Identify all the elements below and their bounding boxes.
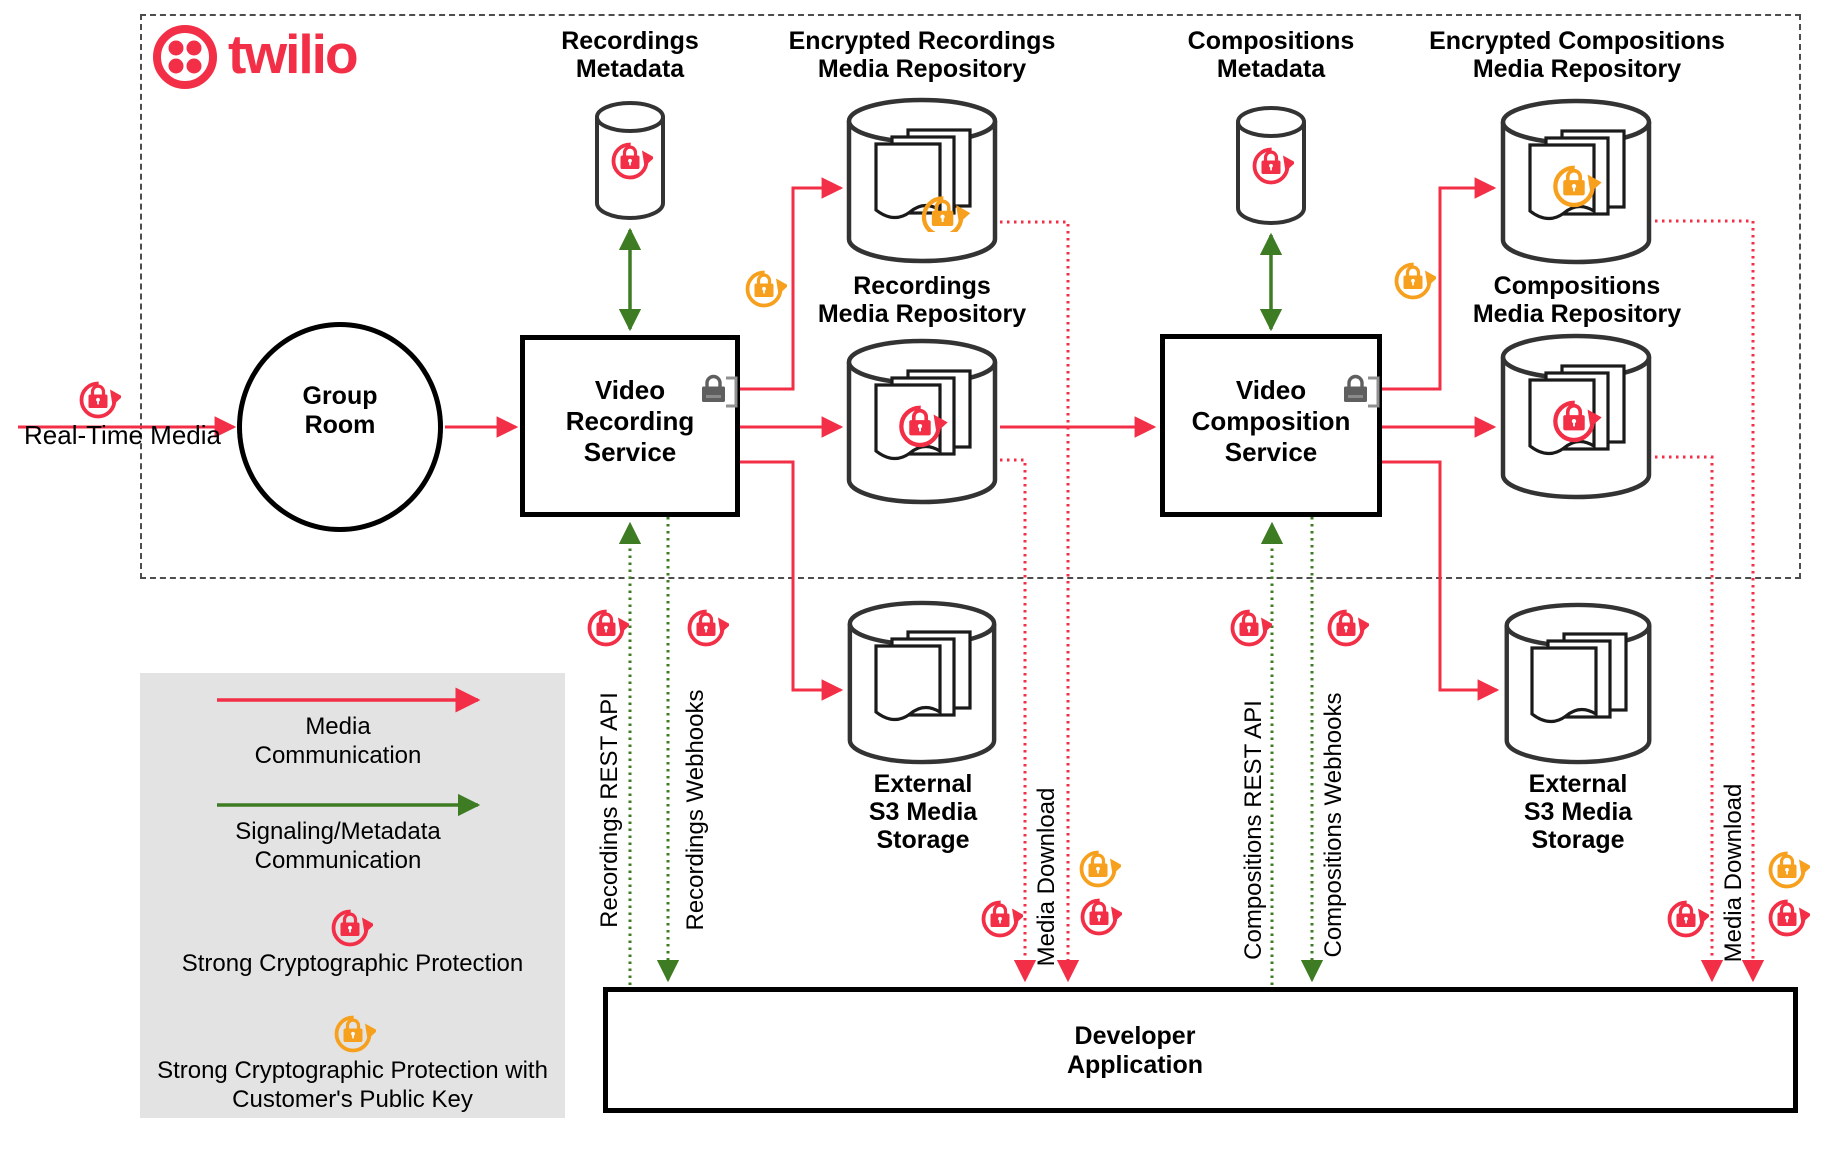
encrypted-recordings-repository-label: Encrypted Recordings Media Repository <box>788 27 1056 83</box>
group-room-label: Group Room <box>302 382 378 439</box>
legend-strong-crypto-customer-key-label: Strong Cryptographic Protection with Cus… <box>157 1057 548 1113</box>
crypto-protection-icon <box>79 381 121 419</box>
video-recording-service-node <box>520 335 740 517</box>
crypto-protection-customer-key-icon <box>1079 850 1121 888</box>
developer-application-label: Developer Application <box>1066 1022 1204 1079</box>
legend-media-communication-label: Media Communication <box>254 713 422 769</box>
crypto-protection-icon <box>1080 898 1122 936</box>
compositions-webhooks-label: Compositions Webhooks <box>1320 692 1347 958</box>
video-composition-service-label: Video Composition Service <box>1191 375 1351 467</box>
developer-application-node <box>603 987 1798 1113</box>
encrypted-documents-icon <box>1528 129 1626 221</box>
compositions-repository-label: Compositions Media Repository <box>1472 272 1682 328</box>
group-room-node <box>237 322 443 532</box>
service-lock-icon <box>1342 374 1380 408</box>
twilio-logo: twilio <box>152 23 359 90</box>
recordings-repository-label: Recordings Media Repository <box>817 272 1027 328</box>
service-lock-icon <box>700 374 738 408</box>
twilio-boundary-box <box>140 14 1801 579</box>
crypto-protection-icon <box>687 609 729 647</box>
crypto-protection-customer-key-icon <box>1394 262 1436 300</box>
crypto-protection-icon <box>587 609 629 647</box>
recordings-webhooks-label: Recordings Webhooks <box>682 689 709 931</box>
compositions-metadata-label: Compositions Metadata <box>1187 27 1355 83</box>
encrypted-documents-icon <box>874 369 972 461</box>
crypto-protection-icon <box>1230 609 1272 647</box>
crypto-protection-customer-key-icon <box>1768 851 1810 889</box>
external-s3-left-label: External S3 Media Storage <box>868 770 978 854</box>
documents-icon <box>874 630 972 722</box>
legend-signaling-communication-label: Signaling/Metadata Communication <box>235 818 441 874</box>
crypto-protection-customer-key-icon <box>745 270 787 308</box>
real-time-media-label: Real-Time Media <box>24 420 221 450</box>
recordings-rest-api-label: Recordings REST API <box>596 692 623 928</box>
video-recording-service-label: Video Recording Service <box>565 375 695 467</box>
media-download-left-label: Media Download <box>1033 787 1060 967</box>
crypto-protection-icon <box>1667 900 1709 938</box>
legend-crypto-protection-icon <box>331 909 373 947</box>
legend-crypto-protection-customer-key-icon <box>334 1015 376 1053</box>
crypto-protection-icon <box>981 900 1023 938</box>
recordings-metadata-label: Recordings Metadata <box>561 27 699 83</box>
twilio-badge-icon <box>153 25 217 89</box>
crypto-protection-icon <box>1768 899 1810 937</box>
compositions-rest-api-label: Compositions REST API <box>1240 700 1267 960</box>
legend-panel <box>140 673 565 1118</box>
twilio-wordmark: twilio <box>228 23 359 85</box>
crypto-protection-icon <box>1252 147 1294 185</box>
external-s3-right-label: External S3 Media Storage <box>1523 770 1633 854</box>
crypto-protection-icon <box>611 142 653 180</box>
encrypted-documents-icon <box>874 128 974 232</box>
documents-icon <box>1530 632 1628 724</box>
encrypted-compositions-repository-label: Encrypted Compositions Media Repository <box>1429 27 1725 83</box>
encrypted-documents-icon <box>1528 364 1626 456</box>
media-download-right-label: Media Download <box>1720 783 1747 963</box>
crypto-protection-icon <box>1327 609 1369 647</box>
video-composition-service-node <box>1160 334 1382 517</box>
legend-strong-crypto-label: Strong Cryptographic Protection <box>181 950 524 977</box>
